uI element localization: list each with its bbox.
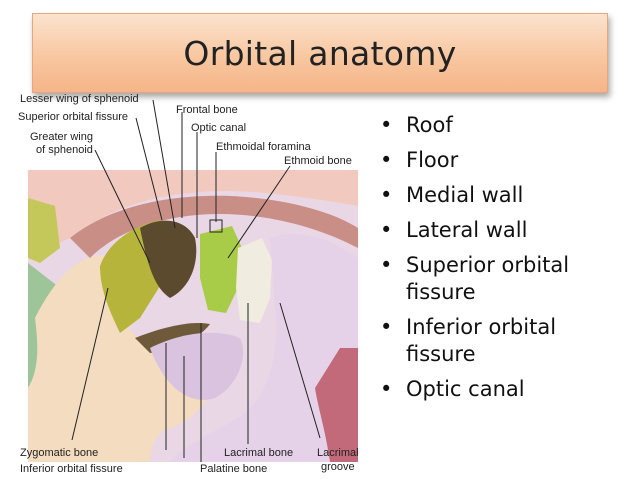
bullet-text: Inferior orbital fissure [406,315,557,366]
zygomatic-bone-region [28,255,220,462]
bullet-dot: • [380,253,393,277]
leader-lines [71,99,321,462]
orbit-diagram-svg [28,99,358,462]
bullet-item: • Roof [380,112,630,139]
orbital-floor-region [150,332,244,400]
label-inferior-orbital-fissure: Inferior orbital fissure [20,463,123,475]
lacrimal-bone-region [236,238,272,323]
bullet-dot: • [380,183,393,207]
label-zygomatic-bone: Zygomatic bone [20,447,99,459]
frontal-bone-region [28,170,358,258]
bullet-dot: • [380,218,393,242]
orbit-illustration: Lesser wing of sphenoid Superior orbital… [0,88,370,479]
bullet-text: Medial wall [406,183,524,207]
bullet-text: Floor [406,148,459,172]
nasal-region [315,348,358,462]
label-greater-wing-1: Greater wing [30,131,93,143]
label-lacrimal-groove-2: groove [321,461,355,473]
bullet-dot: • [380,315,393,339]
bullet-item: • Superior orbital fissure [380,252,630,306]
bullet-text: Optic canal [406,377,525,401]
bullet-item: • Optic canal [380,376,630,403]
bullet-text: Roof [406,113,453,137]
label-lacrimal-groove-1: Lacrimal [317,447,359,459]
bullet-text: Lateral wall [406,218,528,242]
label-ethmoid-bone: Ethmoid bone [284,155,352,167]
label-superior-orbital-fissure: Superior orbital fissure [18,111,129,123]
bullet-list: •Roof •Floor •Medial wall •Lateral wall … [380,112,630,411]
bullet-dot: • [380,113,393,137]
bullet-item: • Lateral wall [380,217,630,244]
inferior-fissure-dark [135,322,210,353]
left-edge-bone [28,198,60,263]
label-greater-wing-2: of sphenoid [36,144,93,156]
bullet-dot: • [380,148,393,172]
bullet-dot: • [380,377,393,401]
label-palatine-bone: Palatine bone [200,463,268,475]
ethmoid-bone-region [200,226,242,313]
bullet-text: Superior orbital fissure [406,253,570,304]
slide-title: Orbital anatomy [183,33,457,73]
maxilla-region [170,234,358,462]
title-banner: Orbital anatomy [32,13,608,93]
label-ethmoidal-foramina: Ethmoidal foramina [216,141,311,153]
bullet-item: • Inferior orbital fissure [380,314,630,368]
orbital-rim-shadow [70,195,358,258]
bullet-item: • Floor [380,147,630,174]
label-lesser-wing: Lesser wing of sphenoid [20,93,139,105]
label-lacrimal-bone: Lacrimal bone [224,447,294,459]
bullet-item: • Medial wall [380,182,630,209]
label-optic-canal: Optic canal [191,122,247,134]
label-frontal-bone: Frontal bone [176,104,238,116]
superior-fissure-dark [140,220,197,298]
